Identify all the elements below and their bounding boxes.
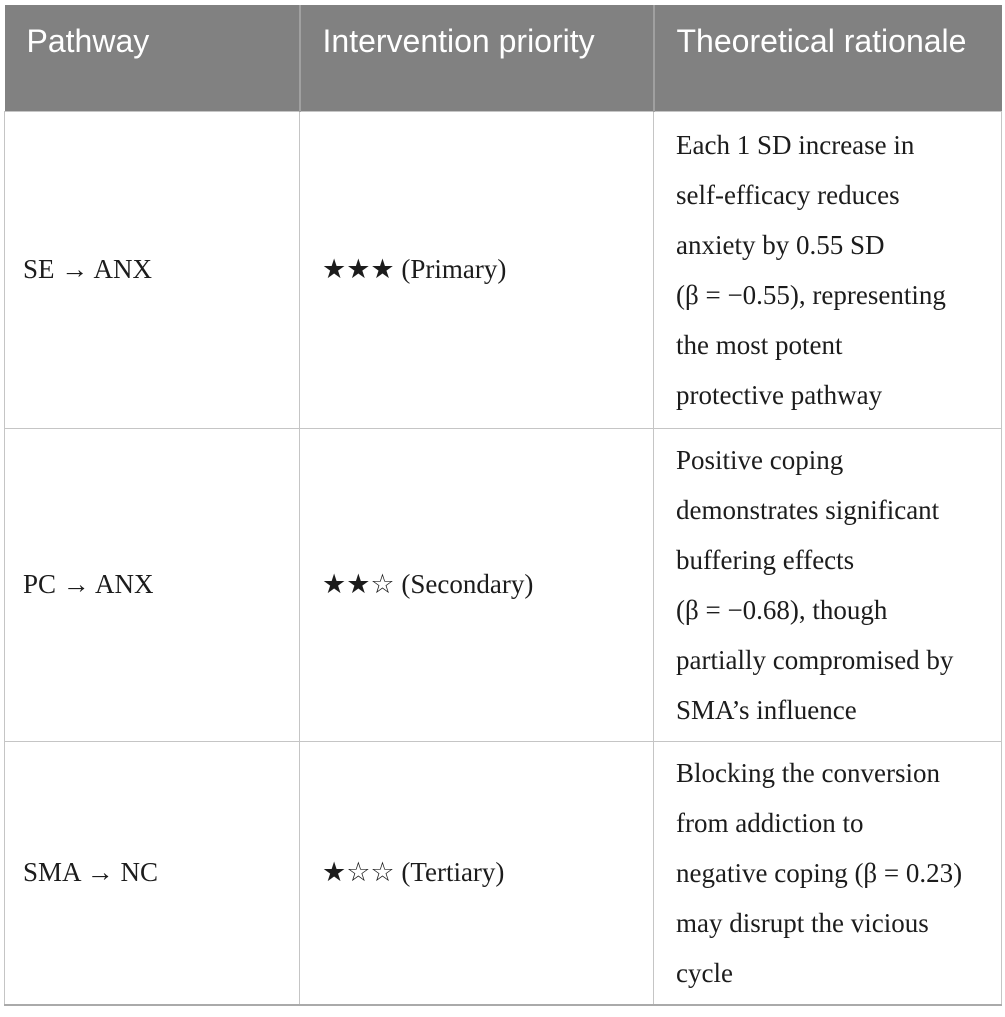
column-header-intervention-priority: Intervention priority <box>298 5 654 111</box>
column-header-pathway: Pathway <box>4 5 300 111</box>
table-row: SE → ANX ★★★ (Primary) Each 1 SD increas… <box>4 110 1002 429</box>
pathway-cell: PC → ANX <box>4 427 300 742</box>
intervention-priority-table: Pathway Intervention priority Theoretica… <box>4 5 1002 1006</box>
rationale-cell: Positive coping demonstrates significant… <box>653 427 1002 742</box>
rationale-cell: Blocking the conversion from addiction t… <box>653 740 1002 1006</box>
header-row: Pathway Intervention priority Theoretica… <box>4 5 1002 111</box>
table-row: PC → ANX ★★☆ (Secondary) Positive coping… <box>4 427 1002 742</box>
priority-cell: ★☆☆ (Tertiary) <box>299 740 654 1006</box>
rationale-cell: Each 1 SD increase in self-efficacy redu… <box>653 110 1002 429</box>
table-header: Pathway Intervention priority Theoretica… <box>4 5 1002 111</box>
table-row: SMA → NC ★☆☆ (Tertiary) Blocking the con… <box>4 740 1002 1006</box>
priority-cell: ★★★ (Primary) <box>299 110 654 429</box>
table-body: SE → ANX ★★★ (Primary) Each 1 SD increas… <box>4 110 1002 1006</box>
pathway-cell: SMA → NC <box>4 740 300 1006</box>
pathway-cell: SE → ANX <box>4 110 300 429</box>
column-header-theoretical-rationale: Theoretical rationale <box>652 5 1002 111</box>
priority-cell: ★★☆ (Secondary) <box>299 427 654 742</box>
